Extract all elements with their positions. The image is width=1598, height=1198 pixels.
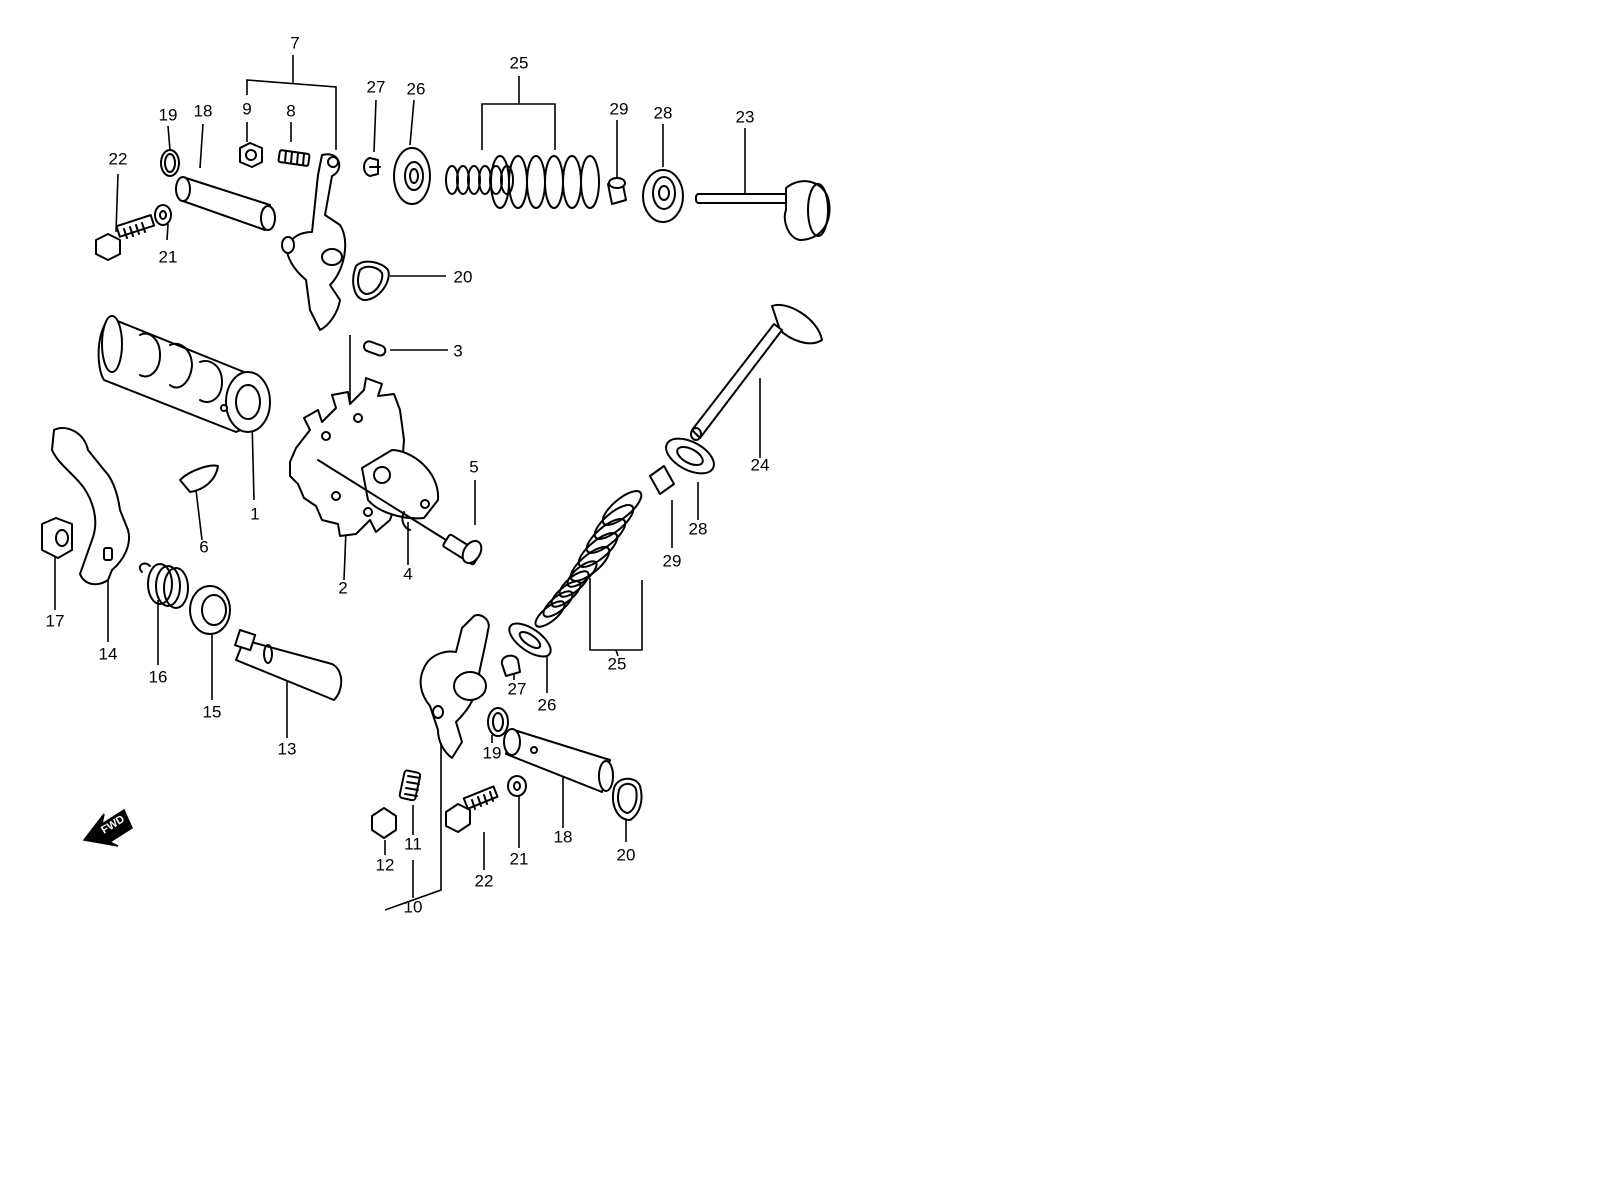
callout-22b: 22 <box>475 871 494 890</box>
callout-12: 12 <box>376 855 395 874</box>
callout-5: 5 <box>469 457 478 476</box>
intake-valve <box>695 180 831 241</box>
callout-18b: 18 <box>554 827 573 846</box>
callout-17: 17 <box>46 611 65 630</box>
callout-26b: 26 <box>538 695 557 714</box>
valve-stem-seal-mid <box>649 465 675 495</box>
washer-bottom <box>507 775 527 797</box>
rocker-arm-bottom <box>419 614 490 759</box>
callout-16: 16 <box>149 667 168 686</box>
valve-springs-top <box>445 155 600 209</box>
valve-springs-mid <box>534 490 643 628</box>
leader-lines <box>54 55 761 911</box>
callout-20b: 20 <box>617 845 636 864</box>
rocker-shaft-top <box>175 176 276 231</box>
oval-gasket-bottom <box>612 777 643 821</box>
adjust-nut-top <box>239 142 263 168</box>
rocker-shaft-bottom <box>503 728 614 793</box>
valve-stem-seal-top <box>607 177 627 205</box>
fwd-arrow-icon: FWD <box>82 808 133 847</box>
callout-8: 8 <box>286 101 295 120</box>
callout-25b: 25 <box>608 654 627 673</box>
camshaft <box>97 315 271 433</box>
bolt-bottom <box>445 785 499 833</box>
decomp-bearing <box>189 585 231 635</box>
o-ring-top <box>160 149 180 177</box>
callout-14: 14 <box>99 644 118 663</box>
callout-18: 18 <box>194 101 213 120</box>
callout-7: 7 <box>290 33 299 52</box>
adjust-nut-bottom <box>371 807 397 839</box>
callout-9: 9 <box>242 99 251 118</box>
spring-retainer-top <box>393 147 431 205</box>
callout-1: 1 <box>250 504 259 523</box>
callout-11: 11 <box>404 834 422 853</box>
callout-3: 3 <box>453 341 462 360</box>
spring-retainer-mid <box>665 437 715 475</box>
spring-seat-mid <box>508 622 552 658</box>
callout-22: 22 <box>109 149 128 168</box>
callout-2: 2 <box>338 578 347 597</box>
callout-13: 13 <box>278 739 297 758</box>
return-spring <box>138 562 189 609</box>
dowel-clip <box>401 511 411 531</box>
callout-19b: 19 <box>483 743 502 762</box>
callout-26: 26 <box>407 79 426 98</box>
callout-23: 23 <box>736 107 755 126</box>
exhaust-valve <box>690 303 823 441</box>
callout-15: 15 <box>203 702 222 721</box>
cotter-top <box>363 157 381 177</box>
callout-27b: 27 <box>508 679 527 698</box>
rocker-arm-top <box>281 153 347 331</box>
shaft-end-cap <box>361 449 440 520</box>
oval-gasket-top <box>352 260 390 301</box>
callout-20: 20 <box>454 267 473 286</box>
cam-bolt <box>317 459 483 566</box>
callout-29: 29 <box>610 99 629 118</box>
adjust-screw-top <box>277 149 311 167</box>
callout-28: 28 <box>654 103 673 122</box>
flange-nut <box>41 517 73 559</box>
spring-seat-top <box>642 169 684 223</box>
callout-24: 24 <box>751 455 770 474</box>
decomp-lever <box>51 427 130 586</box>
callout-28b: 28 <box>689 519 708 538</box>
callout-21b: 21 <box>510 849 529 868</box>
decomp-shaft <box>234 629 343 701</box>
callout-19: 19 <box>159 105 178 124</box>
cotter-mid <box>500 654 521 677</box>
callout-4: 4 <box>403 564 412 583</box>
callout-labels: 7 9 8 19 18 22 21 27 26 25 29 28 23 20 3… <box>46 33 770 916</box>
callout-6: 6 <box>199 537 208 556</box>
bolt-top <box>95 214 156 261</box>
adjust-screw-bottom <box>398 769 422 802</box>
washer-top <box>154 204 172 226</box>
half-ring <box>179 464 219 493</box>
callout-10: 10 <box>404 897 423 916</box>
callout-21: 21 <box>159 247 178 266</box>
callout-25: 25 <box>510 53 529 72</box>
callout-27: 27 <box>367 77 386 96</box>
o-ring-bottom <box>487 707 509 737</box>
pin <box>362 340 387 357</box>
callout-29b: 29 <box>663 551 682 570</box>
